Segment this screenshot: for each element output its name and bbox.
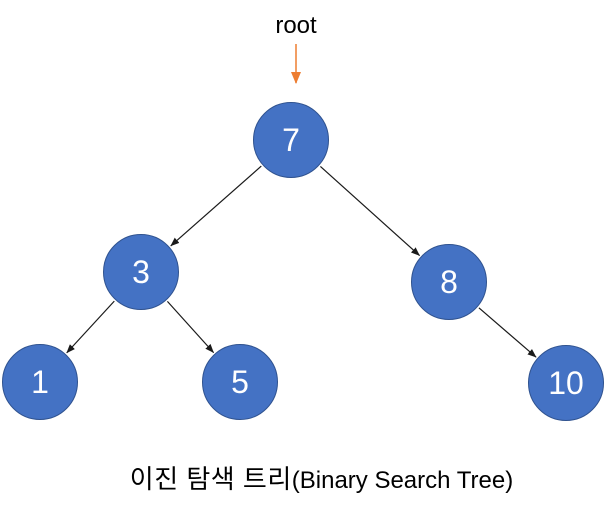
tree-node-7 [253,102,329,178]
tree-node-label-8: 8 [440,264,458,300]
tree-nodes: 7 3 8 1 5 10 [2,102,604,421]
diagram-caption: 이진 탐색 트리(Binary Search Tree) [18,459,607,496]
caption-korean-text: 이진 탐색 트리 [129,464,292,494]
tree-edge-3-5 [166,300,215,354]
tree-edge-8-10 [478,307,537,358]
tree-node-10 [528,345,604,421]
tree-edge-7-8 [319,165,421,257]
tree-node-label-1: 1 [31,364,49,400]
tree-node-1 [2,344,78,420]
tree-edge-3-1 [66,300,115,354]
tree-node-5 [202,344,278,420]
tree-edges [66,44,537,358]
caption-english-text: (Binary Search Tree) [291,467,514,494]
root-pointer-label: root [275,12,317,39]
tree-edge-7-3 [170,165,262,247]
tree-node-3 [103,234,179,310]
tree-node-label-7: 7 [282,122,300,158]
tree-node-label-10: 10 [548,365,584,401]
tree-node-8 [411,244,487,320]
tree-node-label-5: 5 [231,364,249,400]
tree-node-label-3: 3 [132,254,150,290]
